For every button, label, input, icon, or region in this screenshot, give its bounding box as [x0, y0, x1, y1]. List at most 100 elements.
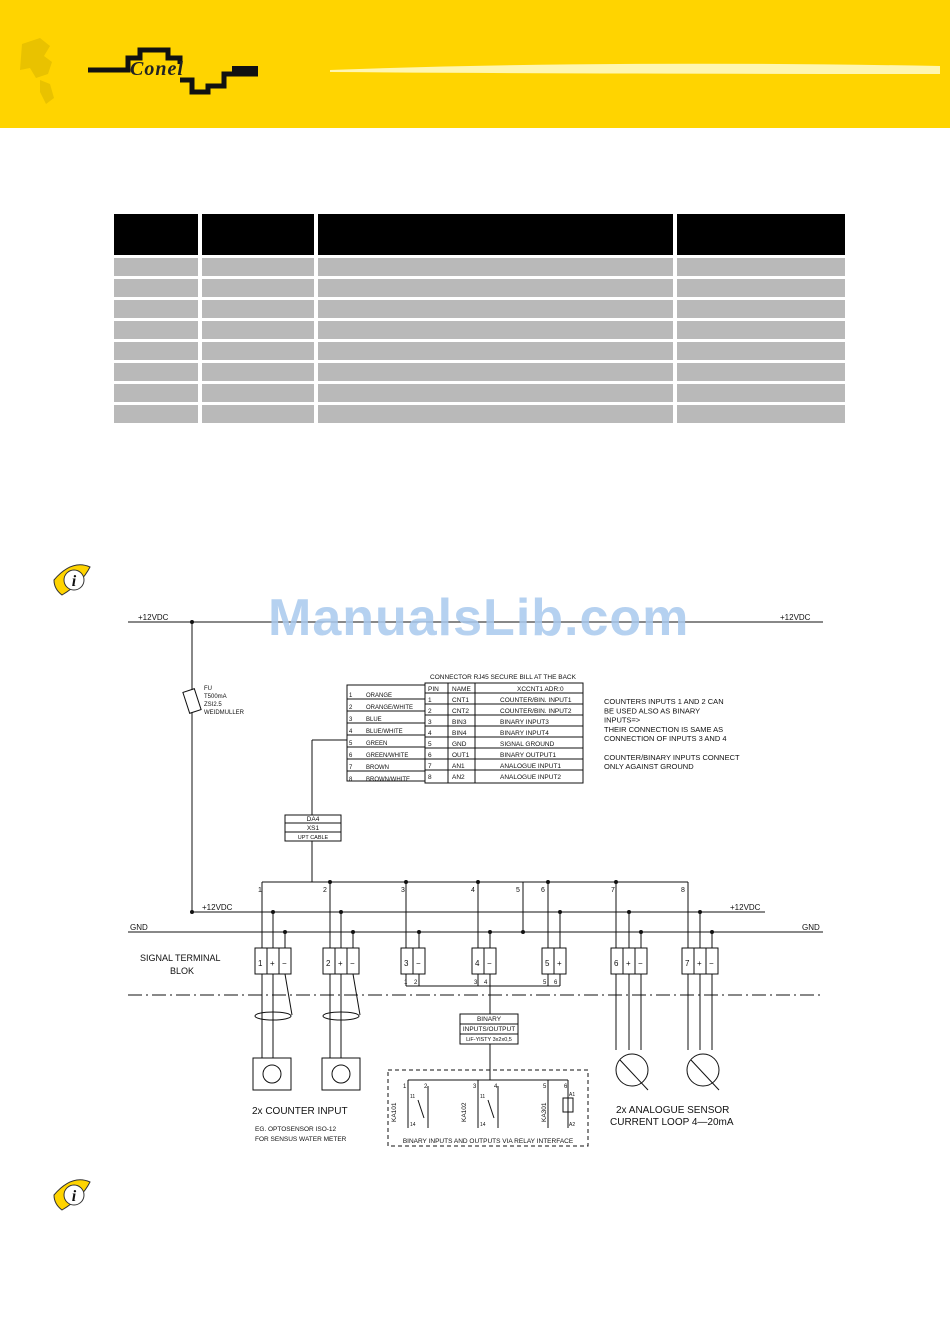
binary-box-line-3: LiF-YlSTY 3x2x0,5: [466, 1037, 512, 1043]
wire-color: BLUE: [366, 717, 382, 723]
relay-contact: 14: [410, 1122, 416, 1128]
terminal-sub-number: 6: [554, 980, 558, 986]
terminal-number: 1: [258, 959, 263, 968]
pin-number: 8: [428, 774, 432, 781]
pin-number: 2: [428, 708, 432, 715]
terminal-sub-number: 5: [543, 980, 547, 986]
cable-box-line-2: XS1: [307, 825, 320, 832]
table-header-row: [114, 214, 845, 257]
binary-box-line-1: BINARY: [477, 1016, 502, 1023]
world-map-shape-2: [40, 80, 54, 104]
header-swoosh: [330, 63, 940, 74]
table-cell: [200, 339, 318, 362]
pin-name: GND: [452, 741, 467, 748]
terminal-sign: −: [416, 959, 421, 968]
terminal-number: 2: [326, 959, 331, 968]
relay-contact: 14: [480, 1122, 486, 1128]
cable-box-line-3: UPT CABLE: [298, 835, 329, 841]
mid-supply-label-left: +12VDC: [202, 903, 233, 912]
table-cell: [114, 402, 202, 423]
table-cell: [200, 360, 318, 383]
terminal-sign: +: [557, 959, 562, 968]
world-map-shape: [20, 38, 52, 78]
terminal-sign: −: [282, 959, 287, 968]
table-cell: [114, 318, 202, 341]
bus-number: 7: [611, 887, 615, 894]
wire-color: BROWN/WHITE: [366, 777, 410, 783]
relay-name: KA102: [461, 1102, 468, 1122]
logo-stair-bottom: [180, 71, 258, 95]
terminal-number: 6: [614, 959, 619, 968]
terminal-sign: +: [338, 959, 343, 968]
table-cell: [675, 339, 845, 362]
note-line: COUNTERS INPUTS 1 AND 2 CAN: [604, 697, 724, 706]
table-cell: [316, 339, 677, 362]
table-cell: [316, 297, 677, 320]
relay-pin: 2: [424, 1084, 428, 1090]
binary-box-line-2: INPUTS/OUTPUT: [463, 1026, 515, 1033]
pin-description: COUNTER/BIN. INPUT1: [500, 697, 572, 704]
table-row: [114, 381, 845, 404]
bus-number: 8: [681, 887, 685, 894]
terminal-sign: +: [697, 959, 702, 968]
pin-description: SIGNAL GROUND: [500, 741, 555, 748]
pin-name: OUT1: [452, 752, 470, 759]
table-cell: [675, 381, 845, 404]
table-cell: [316, 381, 677, 404]
header-band: Conel: [0, 0, 950, 128]
table-row: [114, 339, 845, 362]
table-grid: [114, 214, 845, 423]
relay-caption: BINARY INPUTS AND OUTPUTS VIA RELAY INTE…: [403, 1138, 574, 1145]
wire-color: ORANGE: [366, 693, 392, 699]
wire-number: 6: [349, 753, 353, 759]
table-cell: [675, 360, 845, 383]
bus-number: 6: [541, 887, 545, 894]
terminal-sub-number: 1: [404, 980, 408, 986]
table-cell: [316, 276, 677, 299]
pin-number: 6: [428, 752, 432, 759]
relay-name: KA101: [391, 1102, 398, 1122]
table-cell: [200, 381, 318, 404]
logo-stair-top: [88, 47, 183, 73]
terminal-sub-number: 3: [474, 980, 478, 986]
header-graphics: [20, 38, 940, 104]
svg-text:i: i: [72, 573, 77, 590]
table-row: [114, 360, 845, 383]
wire-color: ORANGE/WHITE: [366, 705, 413, 711]
table-cell: [316, 360, 677, 383]
wire-color: GREEN: [366, 741, 387, 747]
relay-pin: 4: [494, 1084, 498, 1090]
pin-name: CNT1: [452, 697, 469, 704]
terminal-number: 7: [685, 959, 690, 968]
pin-number: 5: [428, 741, 432, 748]
counter-caption: 2x COUNTER INPUT: [252, 1106, 348, 1117]
table-row: [114, 402, 845, 423]
pin-header: PIN: [428, 686, 439, 693]
counter-subcaption-1: EG. OPTOSENSOR ISO-12: [255, 1126, 337, 1133]
table-cell: [114, 297, 202, 320]
table-cell: [675, 318, 845, 341]
analogue-caption-1: 2x ANALOGUE SENSOR: [616, 1105, 729, 1116]
table-row: [114, 297, 845, 320]
pin-description: ANALOGUE INPUT1: [500, 763, 561, 770]
table-header-cell: [675, 214, 845, 257]
terminal-label: SIGNAL TERMINAL: [140, 953, 221, 963]
terminal-sign: −: [638, 959, 643, 968]
pin-number: 1: [428, 697, 432, 704]
wire-color: BLUE/WHITE: [366, 729, 403, 735]
table-cell: [675, 255, 845, 278]
analogue-caption-2: CURRENT LOOP 4—20mA: [610, 1117, 734, 1128]
pin-number: 7: [428, 763, 432, 770]
table-row: [114, 318, 845, 341]
pin-description: BINARY OUTPUT1: [500, 752, 556, 759]
watermark: ManualsLib.com: [268, 589, 690, 647]
wire-number: 2: [349, 705, 353, 711]
cable-box-line-1: DA4: [307, 816, 320, 823]
info-icon: i: [53, 1179, 91, 1211]
connector-title: CONNECTOR RJ45 SECURE BILL AT THE BACK: [430, 674, 577, 681]
relay-contact: 11: [480, 1094, 485, 1100]
